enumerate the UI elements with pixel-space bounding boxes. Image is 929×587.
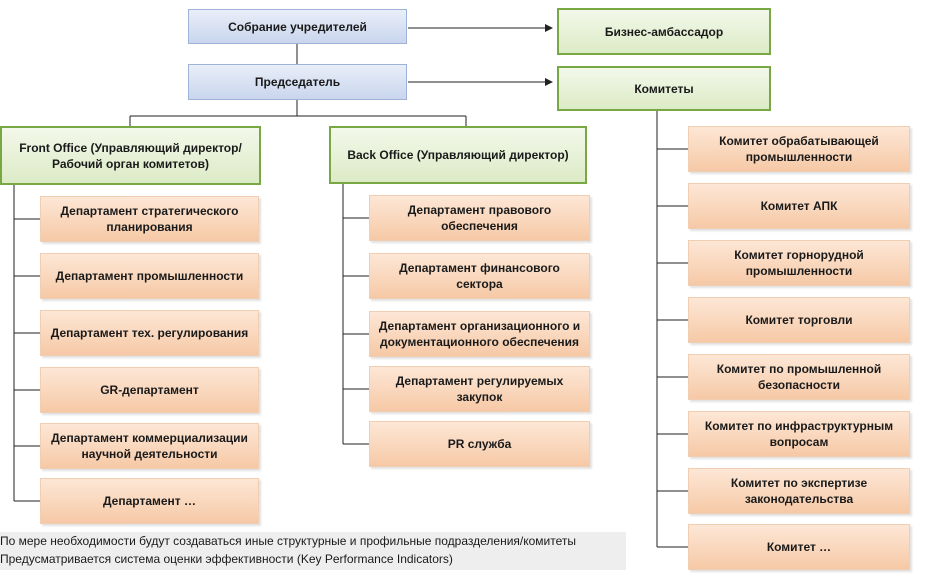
back-dept-box: Департамент финансового сектора xyxy=(369,253,590,299)
committee-box: Комитет АПК xyxy=(688,183,910,229)
committee-label: Комитет АПК xyxy=(760,199,838,213)
back-dept-label: Департамент регулируемых закупок xyxy=(395,374,564,404)
note-line: По мере необходимости будут создаваться … xyxy=(0,534,577,548)
committee-box: Комитет обрабатывающей промышленности xyxy=(688,126,910,172)
committee-label: Комитет обрабатывающей промышленности xyxy=(719,134,879,164)
front-office-box: Front Office (Управляющий директор/Рабоч… xyxy=(0,126,261,185)
committee-box: Комитет по инфраструктурным вопросам xyxy=(688,411,910,457)
founders-label: Собрание учредителей xyxy=(228,19,367,34)
chairman-box: Председатель xyxy=(188,64,407,100)
committee-box: Комитет по экспертизе законодательства xyxy=(688,468,910,514)
committee-label: Комитет торговли xyxy=(745,313,853,327)
ambassador-box: Бизнес-амбассадор xyxy=(557,8,771,55)
committee-label: Комитет по экспертизе законодательства xyxy=(730,476,868,506)
back-dept-label: Департамент правового обеспечения xyxy=(407,203,552,233)
committee-label: Комитет по инфраструктурным вопросам xyxy=(704,419,894,449)
back-office-label: Back Office (Управляющий директор) xyxy=(347,148,569,162)
front-dept-label: Департамент … xyxy=(102,494,197,508)
front-dept-label: Департамент стратегического планирования xyxy=(60,204,239,234)
ambassador-label: Бизнес-амбассадор xyxy=(604,24,724,39)
back-dept-box: PR служба xyxy=(369,421,590,467)
committees-label: Комитеты xyxy=(634,81,694,96)
front-office-label: Front Office (Управляющий директор/Рабоч… xyxy=(19,140,242,171)
committee-box: Комитет горнорудной промышленности xyxy=(688,240,910,286)
front-dept-label: Департамент тех. регулирования xyxy=(50,326,249,340)
front-dept-box: Департамент стратегического планирования xyxy=(40,196,259,242)
committee-box: Комитет торговли xyxy=(688,297,910,343)
back-dept-label: Департамент финансового сектора xyxy=(399,261,560,291)
committee-label: Комитет горнорудной промышленности xyxy=(734,248,864,278)
note-line: Предусматривается система оценки эффекти… xyxy=(0,552,453,566)
committee-box: Комитет по промышленной безопасности xyxy=(688,354,910,400)
committee-box: Комитет … xyxy=(688,524,910,570)
back-office-box: Back Office (Управляющий директор) xyxy=(329,126,587,184)
front-dept-label: Департамент коммерциализации научной дея… xyxy=(51,431,248,461)
committees-box: Комитеты xyxy=(557,66,771,111)
front-dept-box: Департамент тех. регулирования xyxy=(40,310,259,356)
back-dept-label: PR служба xyxy=(447,437,512,451)
front-dept-box: Департамент промышленности xyxy=(40,253,259,299)
chairman-label: Председатель xyxy=(254,75,341,89)
back-dept-label: Департамент организационного и документа… xyxy=(378,319,581,349)
committee-label: Комитет … xyxy=(766,540,832,554)
footer-notes: По мере необходимости будут создаваться … xyxy=(0,532,626,570)
front-dept-box: Департамент коммерциализации научной дея… xyxy=(40,423,259,469)
back-dept-box: Департамент организационного и документа… xyxy=(369,311,590,357)
back-dept-box: Департамент регулируемых закупок xyxy=(369,366,590,412)
front-dept-label: Департамент промышленности xyxy=(55,269,244,283)
front-dept-label: GR-департамент xyxy=(100,383,199,397)
back-dept-box: Департамент правового обеспечения xyxy=(369,195,590,241)
committee-label: Комитет по промышленной безопасности xyxy=(716,362,882,392)
front-dept-box: Департамент … xyxy=(40,478,259,524)
founders-box: Собрание учредителей xyxy=(188,9,407,44)
front-dept-box: GR-департамент xyxy=(40,367,259,413)
